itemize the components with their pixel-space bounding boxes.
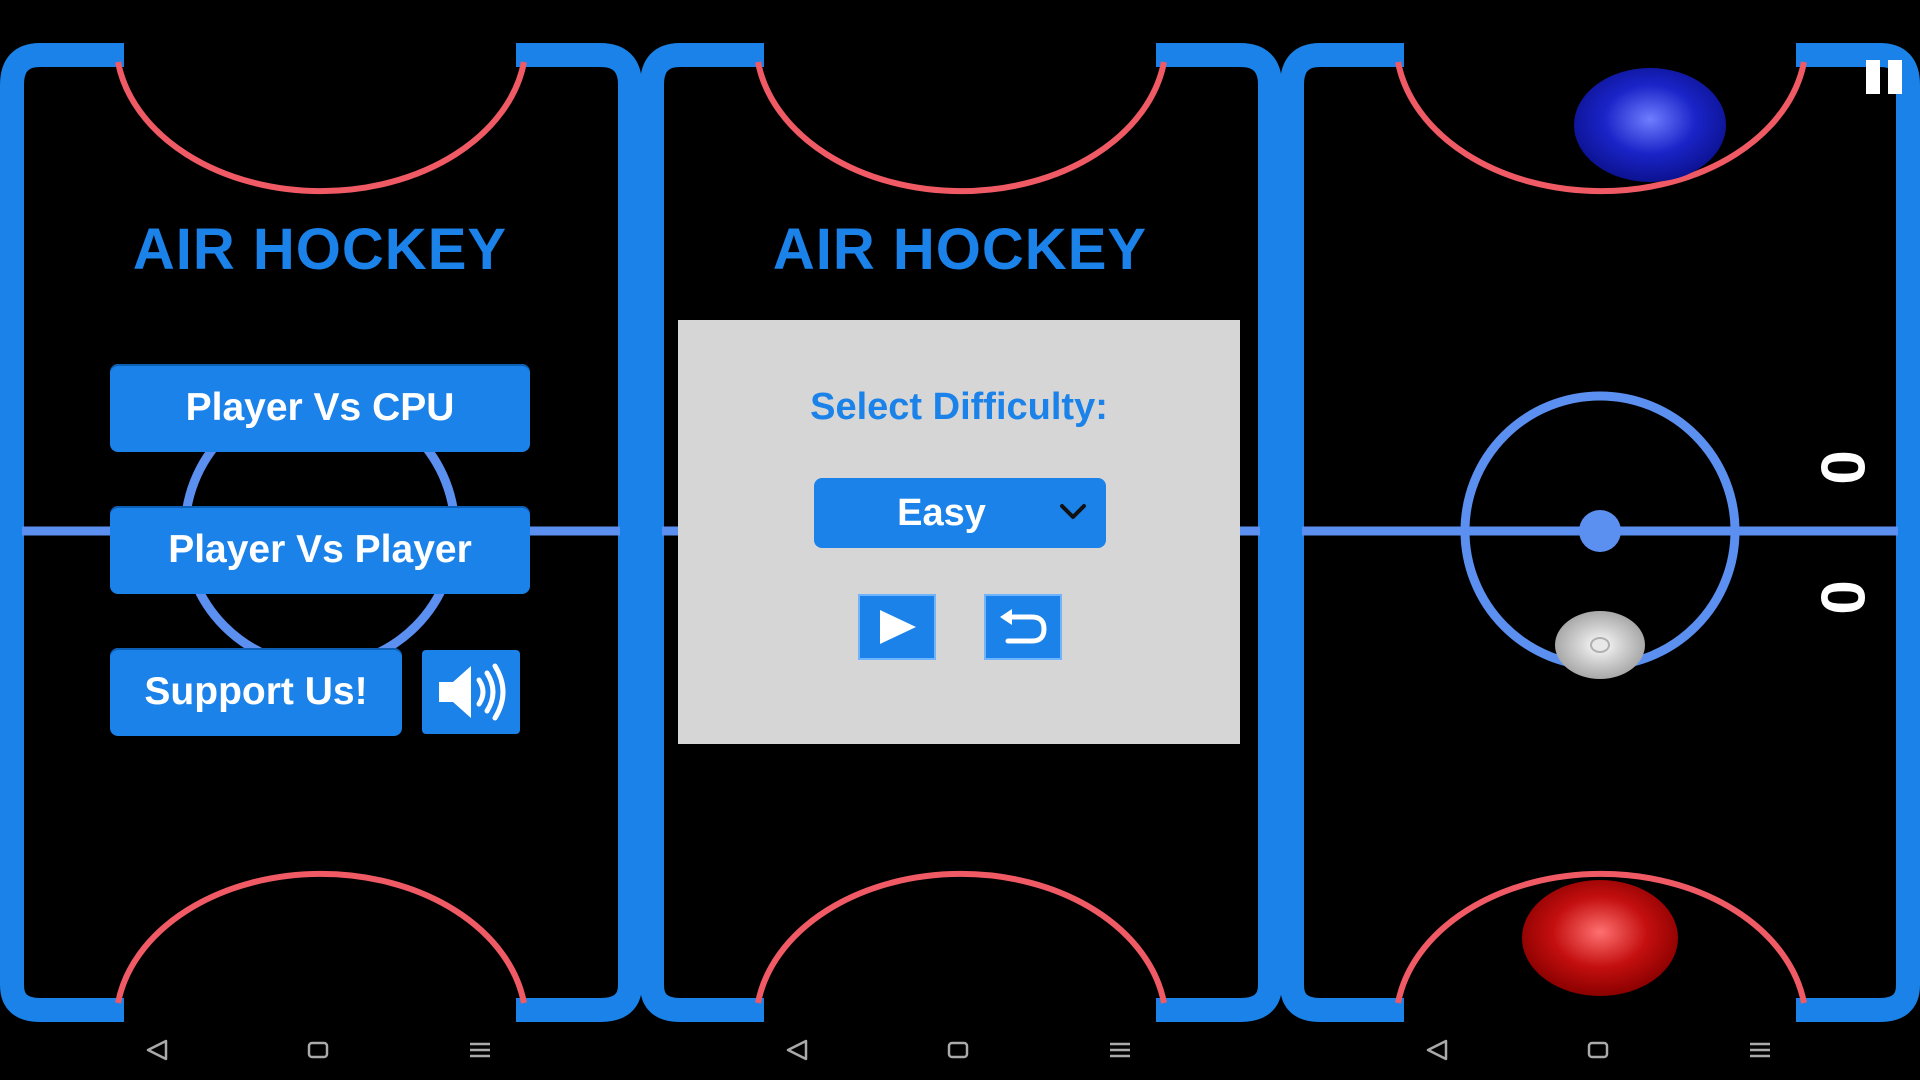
screen-1-title: AIR HOCKEY: [132, 217, 508, 282]
play-icon: [880, 610, 916, 644]
back-triangle-icon[interactable]: [784, 1038, 810, 1062]
puck-center: [1590, 637, 1610, 653]
pause-button[interactable]: [1864, 58, 1906, 96]
rink-3-border: [1280, 43, 1920, 1022]
rink-2-bottom-goal-arc: [755, 870, 1167, 1004]
menu-lines-icon[interactable]: [1748, 1038, 1772, 1062]
player-vs-player-button[interactable]: Player Vs Player: [110, 506, 530, 594]
cpu-score: 0: [1807, 450, 1877, 485]
play-button[interactable]: [858, 594, 936, 660]
rink-1-top-goal-arc: [115, 61, 527, 195]
player-score: 0: [1807, 580, 1877, 615]
difficulty-dropdown[interactable]: Easy: [814, 478, 1106, 548]
home-square-icon[interactable]: [1586, 1038, 1610, 1062]
back-arrow-icon: [1000, 609, 1047, 644]
home-square-icon[interactable]: [306, 1038, 330, 1062]
rink-3: [1280, 43, 1920, 1022]
rink-3-center-dot: [1579, 510, 1621, 552]
sound-toggle-button[interactable]: [422, 650, 520, 734]
select-difficulty-label: Select Difficulty:: [810, 386, 1108, 428]
back-button[interactable]: [984, 594, 1062, 660]
difficulty-dialog: Select Difficulty: Easy: [678, 320, 1240, 744]
difficulty-selected-value: Easy: [897, 492, 986, 534]
navbar-3: [1340, 1030, 1860, 1070]
rink-3-top-goal-arc: [1395, 61, 1807, 195]
player-mallet[interactable]: [1522, 880, 1678, 996]
rink-2-top-goal-arc: [755, 61, 1167, 195]
speaker-icon: [439, 663, 506, 721]
menu-lines-icon[interactable]: [468, 1038, 492, 1062]
screen-2-title: AIR HOCKEY: [772, 217, 1148, 282]
home-square-icon[interactable]: [946, 1038, 970, 1062]
back-triangle-icon[interactable]: [144, 1038, 170, 1062]
rink-2-border: [640, 43, 1282, 1022]
rink-1-border: [0, 43, 642, 1022]
navbar-1: [60, 1030, 580, 1070]
navbar-2: [700, 1030, 1220, 1070]
player-vs-cpu-button[interactable]: Player Vs CPU: [110, 364, 530, 452]
pause-icon: [1866, 60, 1902, 94]
menu-lines-icon[interactable]: [1108, 1038, 1132, 1062]
back-triangle-icon[interactable]: [1424, 1038, 1450, 1062]
rink-3-bottom-goal-arc: [1395, 870, 1807, 1004]
chevron-down-icon: [1060, 504, 1086, 519]
cpu-mallet: [1574, 68, 1726, 182]
support-us-button[interactable]: Support Us!: [110, 648, 402, 736]
rink-1-bottom-goal-arc: [115, 870, 527, 1004]
